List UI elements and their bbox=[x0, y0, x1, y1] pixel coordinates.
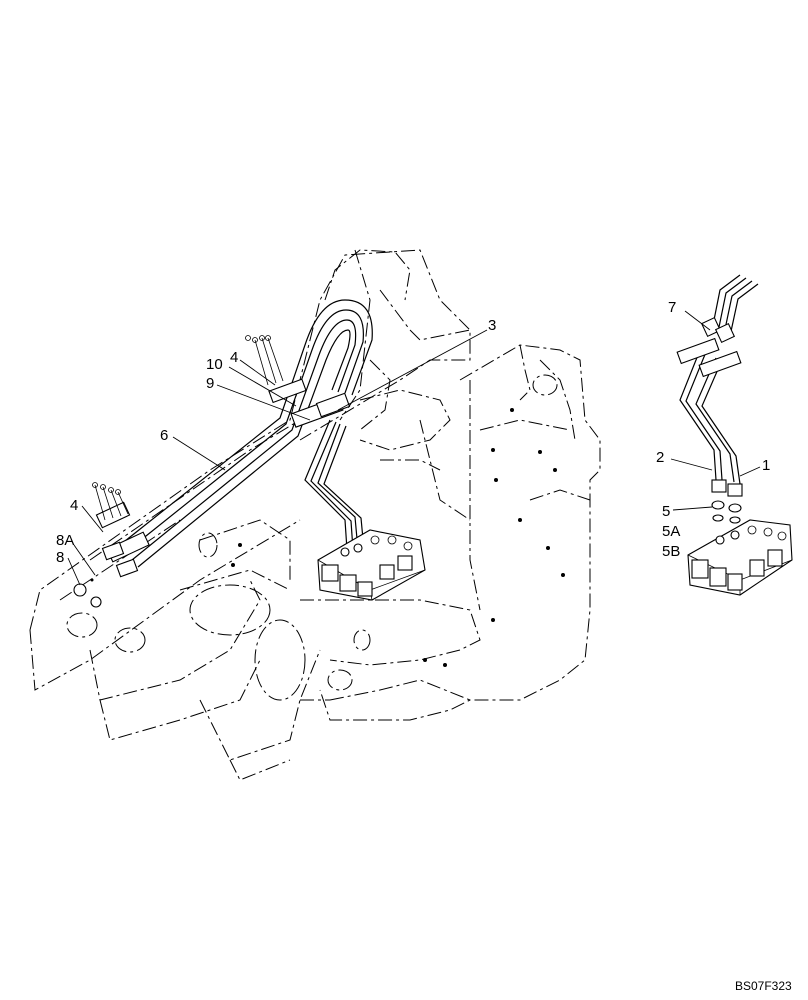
callout-2: 2 bbox=[656, 449, 664, 466]
hose-end-fittings bbox=[73, 541, 139, 608]
callout-5: 5 bbox=[662, 503, 670, 520]
detail-hose-tubes bbox=[711, 274, 759, 337]
rigid-tubes-left bbox=[304, 419, 365, 551]
callout-4-upper: 4 bbox=[230, 349, 238, 366]
callout-7: 7 bbox=[668, 299, 676, 316]
callout-8: 8 bbox=[56, 549, 64, 566]
reference-code: BS07F323 bbox=[735, 979, 792, 993]
hydraulic-hose-pair bbox=[119, 299, 373, 568]
callout-9: 9 bbox=[206, 375, 214, 392]
callout-5A: 5A bbox=[662, 523, 680, 540]
detail-fittings bbox=[676, 316, 743, 524]
callout-6: 6 bbox=[160, 427, 168, 444]
callout-4-lower: 4 bbox=[70, 497, 78, 514]
detail-rigid-tubes bbox=[679, 349, 741, 485]
callout-3: 3 bbox=[488, 317, 496, 334]
callout-5B: 5B bbox=[662, 543, 680, 560]
frame-mounting-holes bbox=[231, 408, 565, 667]
control-valve-installed bbox=[317, 529, 426, 601]
callout-1: 1 bbox=[762, 457, 770, 474]
callout-8A: 8A bbox=[56, 532, 74, 549]
hose-clamp-bracket-upper bbox=[245, 335, 351, 428]
leader-lines bbox=[67, 310, 761, 586]
detail-control-valve bbox=[687, 519, 793, 596]
callout-10: 10 bbox=[206, 356, 223, 373]
loader-frame-outline bbox=[29, 249, 601, 781]
callout-labels: 3 10 4 9 6 4 8A 8 7 2 1 5 5A 5B bbox=[56, 299, 770, 566]
